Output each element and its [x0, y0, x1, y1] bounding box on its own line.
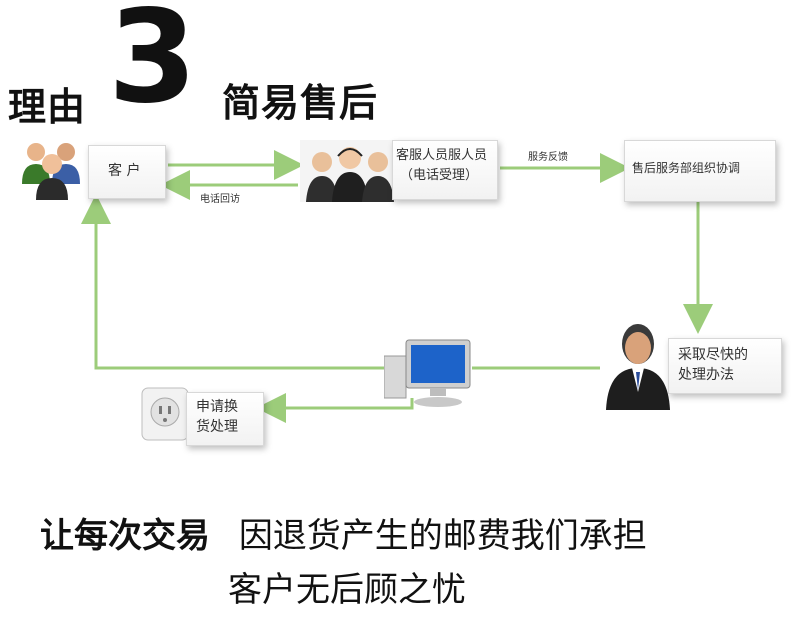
service-box	[392, 140, 498, 200]
department-label: 售后服务部组织协调	[632, 161, 741, 175]
manager-icon	[602, 318, 674, 410]
customers-icon	[10, 138, 90, 202]
handler-box	[668, 338, 782, 394]
socket-icon	[140, 386, 190, 442]
handler-label-2: 处理办法	[678, 367, 734, 383]
service-label: 客服人员服人员	[396, 148, 488, 163]
footer-line-1: 让每次交易 因退货产生的邮费我们承担	[40, 508, 647, 557]
arrow-computer-to-exchange	[256, 393, 414, 423]
exchange-box	[186, 392, 264, 446]
arrow-return-to-customer	[81, 194, 392, 370]
service-staff-icon	[300, 140, 396, 202]
label-feedback: 服务反馈	[528, 152, 568, 163]
label-callback: 电话回访	[200, 194, 240, 205]
reason-label: 理由	[8, 85, 87, 129]
exchange-label-2: 货处理	[196, 419, 238, 435]
customer-label: 客 户	[108, 163, 141, 179]
department-box	[624, 140, 776, 202]
service-sublabel: （电话受理）	[400, 168, 479, 183]
customer-box	[88, 145, 166, 199]
computer-icon	[383, 338, 474, 410]
exchange-label-1: 申请换	[196, 399, 238, 415]
footer-line-2: 客户无后顾之忧	[228, 570, 466, 610]
footer-lead: 让每次交易	[40, 516, 210, 556]
footer-text: 因退货产生的邮费我们承担	[238, 516, 647, 556]
page-title: 简易售后	[222, 81, 379, 125]
handler-label-1: 采取尽快的	[678, 347, 748, 363]
reason-number: 3	[108, 0, 198, 132]
